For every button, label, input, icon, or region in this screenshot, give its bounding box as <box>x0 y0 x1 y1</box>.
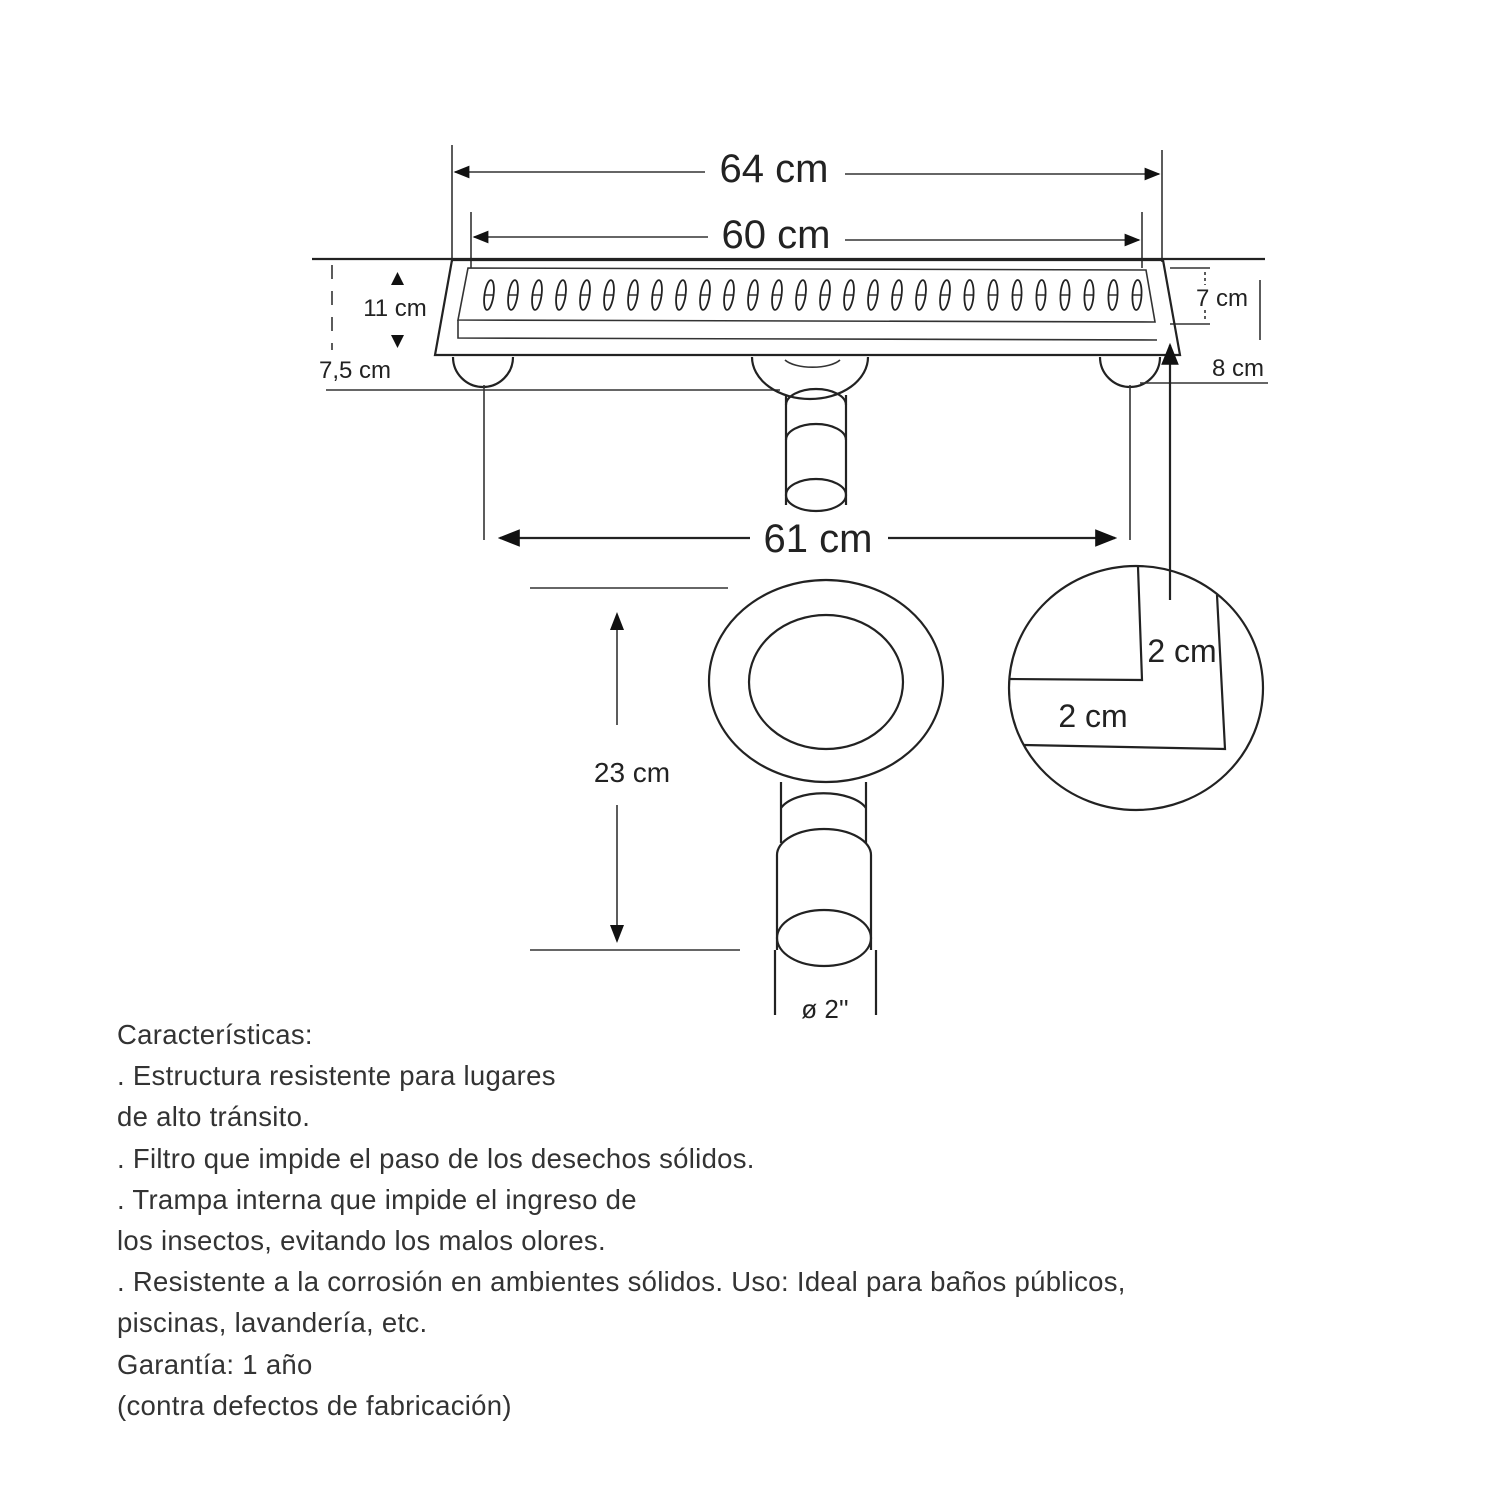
grate-slot <box>1035 279 1047 311</box>
grate-slot <box>1107 279 1119 311</box>
label-11cm: 11 cm <box>363 295 427 322</box>
grate-slot <box>1131 279 1143 311</box>
grate-slot <box>747 279 759 311</box>
feature-line: . Resistente a la corrosión en ambientes… <box>117 1266 1126 1298</box>
label-61cm: 61 cm <box>764 517 873 561</box>
grate-slot <box>723 279 735 311</box>
warranty-line: Garantía: 1 año <box>117 1348 313 1380</box>
feature-line: de alto tránsito. <box>117 1101 311 1133</box>
left-foot <box>451 356 515 389</box>
feature-line: piscinas, lavandería, etc. <box>117 1307 428 1339</box>
label-detail-vertical: 2 cm <box>1147 633 1216 669</box>
grate-slot <box>963 279 975 311</box>
grate-slot <box>1083 279 1095 311</box>
grate-slot <box>651 279 663 311</box>
drain-body <box>433 258 1182 357</box>
features-heading: Características: <box>117 1019 313 1050</box>
grate-slot <box>771 279 783 311</box>
outlet-pipe <box>784 387 848 513</box>
grate-slot <box>627 279 639 311</box>
grate-slot <box>1011 279 1023 311</box>
label-7cm: 7 cm <box>1196 285 1248 312</box>
outlet-front-view: 23 cm ø 2'' <box>530 578 945 1024</box>
warranty-note: (contra defectos de fabricación) <box>117 1389 512 1421</box>
detail-view: 2 cm 2 cm <box>1007 564 1265 812</box>
grate-slot <box>1059 279 1071 311</box>
feature-line: . Trampa interna que impide el ingreso d… <box>117 1183 637 1215</box>
label-23cm: 23 cm <box>594 757 670 788</box>
label-diameter: ø 2'' <box>801 994 849 1024</box>
label-8cm: 8 cm <box>1212 355 1264 382</box>
grate-slot <box>603 279 615 311</box>
grate-slot <box>819 279 831 311</box>
feature-line: . Estructura resistente para lugares <box>117 1060 556 1092</box>
grate-slot <box>795 279 807 311</box>
grate-slot <box>483 279 495 311</box>
grate-slot <box>507 279 519 311</box>
feature-line: los insectos, evitando los malos olores. <box>117 1225 606 1257</box>
grate-slot <box>579 279 591 311</box>
label-7-5cm: 7,5 cm <box>319 357 391 384</box>
label-detail-horizontal: 2 cm <box>1058 698 1127 734</box>
feature-line: . Filtro que impide el paso de los desec… <box>117 1142 755 1174</box>
dimension-grate-length: 60 cm <box>470 212 1143 268</box>
grate-slot <box>939 279 951 311</box>
grate-slot <box>987 279 999 311</box>
grate-slot <box>555 279 567 311</box>
dimension-total-length: 64 cm <box>451 145 1163 262</box>
dimension-feet-span: 61 cm <box>483 385 1131 561</box>
grate-slot <box>843 279 855 311</box>
features-text: Características: . Estructura resistente… <box>117 1014 1417 1426</box>
label-64cm: 64 cm <box>720 147 829 191</box>
grate-slot <box>915 279 927 311</box>
grate-slot <box>867 279 879 311</box>
grate-slot <box>891 279 903 311</box>
label-60cm: 60 cm <box>722 213 831 257</box>
grate-slots <box>483 279 1143 311</box>
grate-slot <box>675 279 687 311</box>
grate-slot <box>699 279 711 311</box>
grate-slot <box>531 279 543 311</box>
center-outlet <box>750 356 870 401</box>
